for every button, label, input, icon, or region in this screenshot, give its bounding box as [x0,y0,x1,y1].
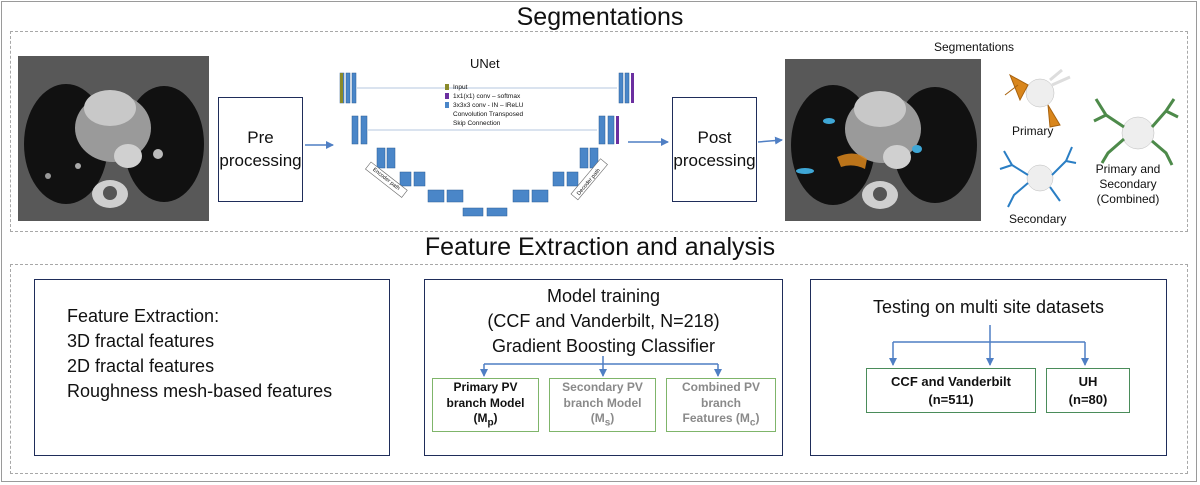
unet-legend-item: Convolution Transposed [453,111,524,118]
unet-diagram: UNet Input 1x1(x1) conv – softmax 3x3x3 … [335,56,640,221]
model-line: branch [700,395,741,410]
model-symbol: M [477,411,488,426]
model-line: branch Model [446,395,525,410]
unet-title: UNet [470,56,500,71]
dataset-n: (n=511) [928,391,974,407]
seg-panel-title: Segmentations [934,40,1015,54]
model-training-text: Model training (CCF and Vanderbilt, N=21… [424,284,783,359]
model-tail: Features ( [682,411,740,426]
feature-extraction-box: Feature Extraction: 3D fractal features … [34,279,390,456]
model-subscript: s [604,417,611,429]
segmentations-section [10,31,1188,232]
model-line: Secondary PV [562,380,643,395]
post-processing-line-2: processing [673,150,756,170]
model-line: branch Model [563,395,642,410]
training-line: Gradient Boosting Classifier [491,336,716,356]
testing-box [810,279,1167,456]
unet-legend-item: Input [453,84,468,91]
dataset-ccf-box: CCF and Vanderbilt (n=511) [866,368,1036,413]
primary-label: Primary [1012,124,1054,138]
pre-processing-line-1: Pre [247,127,274,147]
model-line: Combined PV [681,380,760,395]
dataset-name: CCF and Vanderbilt [891,373,1011,389]
combined-label-line: (Combined) [1096,192,1160,206]
unet-legend-item: 3x3x3 conv - IN – lReLU [453,102,524,109]
unet-legend: Input 1x1(x1) conv – softmax 3x3x3 conv … [453,83,523,128]
combined-label: Primary and Secondary (Combined) [1082,162,1174,207]
testing-title: Testing on multi site datasets [872,297,1105,317]
post-processing-line-1: Post [697,127,732,147]
dataset-name: UH [1078,373,1098,389]
segmentations-title: Segmentations [516,3,684,31]
dataset-n: (n=80) [1068,391,1108,407]
secondary-segmentation-render [999,146,1077,208]
model-subscript: c [749,417,756,429]
unet-legend-item: 1x1(x1) conv – softmax [453,93,521,100]
model-line: Primary PV [453,380,518,395]
feature-item: 3D fractal features [67,331,215,351]
pre-processing-line-2: processing [219,150,302,170]
combined-label-line: Secondary [1099,177,1157,191]
model-symbol: M [739,411,750,426]
unet-legend-item: Skip Connection [453,120,501,127]
feature-heading: Feature Extraction: [67,306,220,326]
feature-section [10,264,1188,474]
feature-item: Roughness mesh-based features [67,381,333,401]
dataset-uh-box: UH (n=80) [1046,368,1130,413]
ct-segmented-image [785,59,981,221]
post-processing-box: Post processing [672,97,757,202]
combined-label-line: Primary and [1095,162,1161,176]
feature-extraction-title: Feature Extraction and analysis [424,233,776,261]
model-close: ) [755,411,760,426]
primary-segmentation-render [1004,68,1071,128]
model-symbol: M [594,411,605,426]
model-subscript: p [487,417,494,429]
training-line: Model training [546,286,661,306]
secondary-label: Secondary [1009,212,1067,226]
combined-segmentation-render [1093,98,1179,166]
ct-input-image [18,56,209,221]
segmentation-renderings [990,55,1190,230]
training-line: (CCF and Vanderbilt, N=218) [487,311,720,331]
pre-processing-box: Pre processing [218,97,303,202]
feature-item: 2D fractal features [67,356,215,376]
